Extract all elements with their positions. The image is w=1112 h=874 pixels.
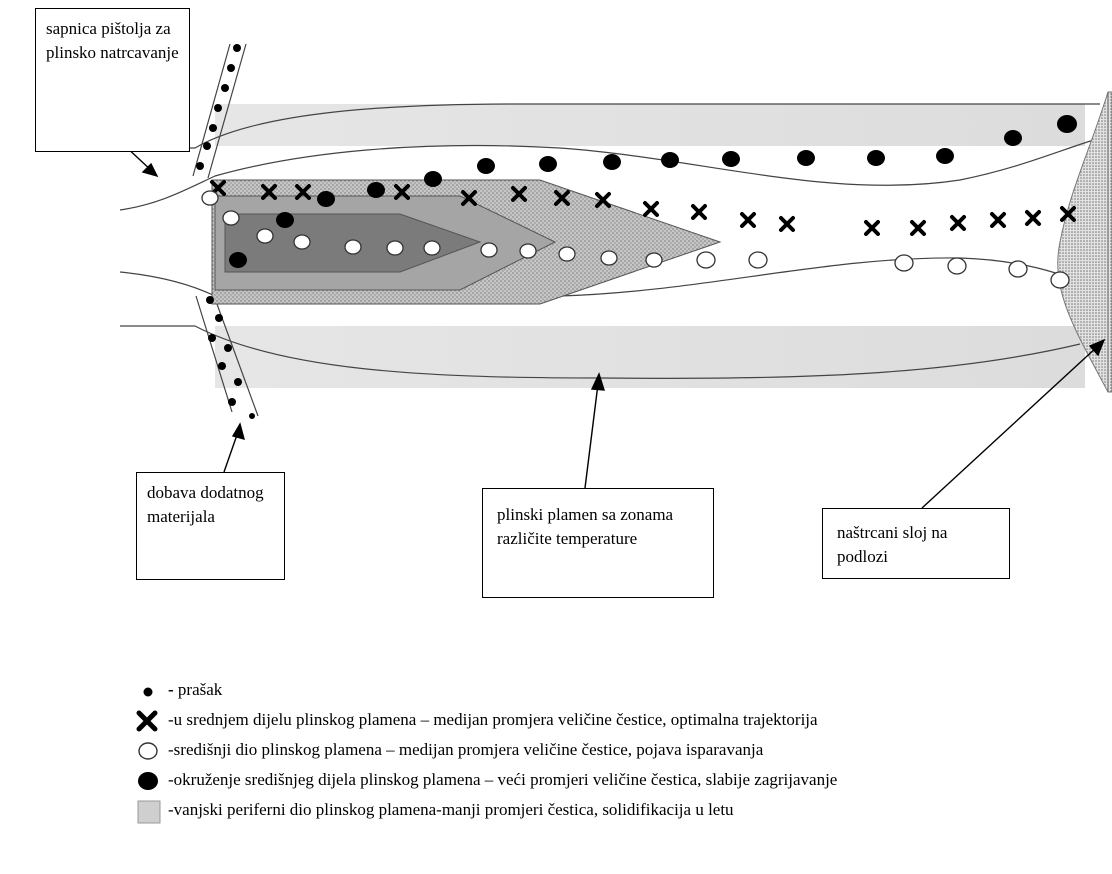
coating-arrowhead: [1088, 338, 1106, 357]
callout-feed-text: dobava dodatnog materijala: [147, 483, 264, 526]
flame-envelope-outer-top: [120, 103, 1100, 149]
legend-item-large-dot: -okruženje središnjeg dijela plinskog pl…: [120, 766, 1100, 796]
callout-nozzle: sapnica pištolja za plinsko natrcavanje: [35, 8, 190, 152]
legend-item-powder: - prašak: [120, 676, 1100, 706]
legend-text-open-circle: -središnji dio plinskog plamena – medija…: [168, 740, 764, 759]
callout-coating-text: naštrcani sloj na podlozi: [837, 523, 948, 566]
flame-envelope-inner-top: [119, 137, 1101, 211]
large-dot-icon: [138, 772, 158, 790]
legend-item-open-circle: -središnji dio plinskog plamena – medija…: [120, 736, 1100, 766]
outer-zone-top: [215, 104, 1085, 146]
callout-feed: dobava dodatnog materijala: [136, 472, 285, 580]
coating-layer: [1057, 91, 1112, 393]
legend-dash: -: [168, 680, 174, 699]
legend: - prašak -u srednjem dijelu plinskog pla…: [120, 676, 1100, 826]
nozzle-arrowhead: [141, 162, 159, 178]
open-particles: [201, 190, 1070, 289]
leader-lines: [124, 145, 1106, 509]
legend-text-cross: -u srednjem dijelu plinskog plamena – me…: [168, 710, 818, 729]
gray-square-icon: [137, 800, 161, 824]
feed-channel-top: [192, 43, 247, 179]
legend-text-large-dot: -okruženje središnjeg dijela plinskog pl…: [168, 770, 838, 789]
coating-arrow: [921, 345, 1099, 509]
powder-particles: [196, 44, 255, 419]
callout-nozzle-text: sapnica pištolja za plinsko natrcavanje: [46, 19, 179, 62]
legend-item-gray-square: -vanjski periferni dio plinskog plamena-…: [120, 796, 1100, 826]
legend-text-gray-square: -vanjski periferni dio plinskog plamena-…: [168, 800, 734, 819]
callout-flame-text: plinski plamen sa zonama različite tempe…: [497, 505, 674, 548]
feed-arrow: [223, 431, 239, 473]
callout-flame: plinski plamen sa zonama različite tempe…: [482, 488, 714, 598]
cross-particles: [210, 180, 1076, 236]
legend-text-powder: prašak: [173, 680, 223, 699]
powder-dot-icon: [143, 687, 153, 697]
large-particles: [229, 115, 1077, 268]
legend-item-cross: -u srednjem dijelu plinskog plamena – me…: [120, 706, 1100, 736]
feed-arrowhead: [231, 422, 245, 440]
flame-arrow: [584, 383, 599, 489]
open-circle-icon: [138, 742, 158, 760]
callout-coating: naštrcani sloj na podlozi: [822, 508, 1010, 579]
outer-zone-bottom: [215, 326, 1085, 388]
cross-icon: [136, 710, 158, 732]
flame-arrowhead: [590, 372, 605, 391]
